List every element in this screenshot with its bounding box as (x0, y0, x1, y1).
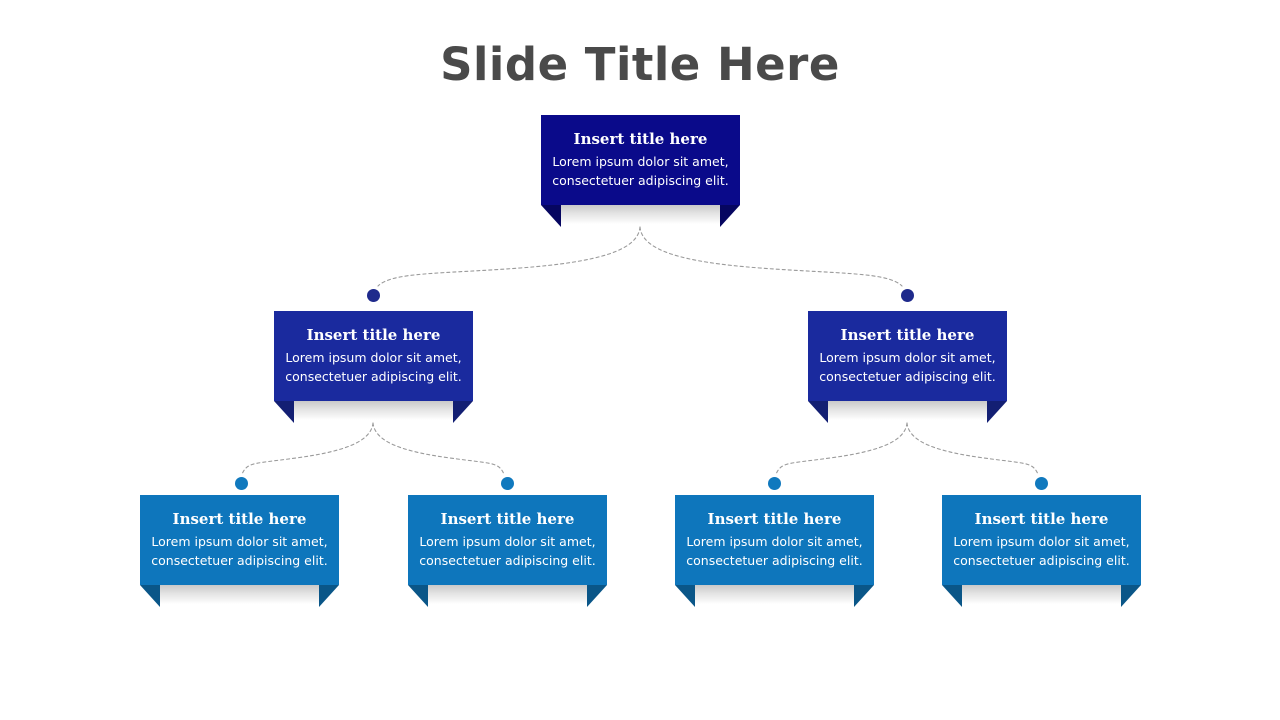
node-level2-2-description: Lorem ipsum dolor sit amet, consectetuer… (819, 350, 996, 384)
node-level3-2-body[interactable]: Insert title here Lorem ipsum dolor sit … (408, 495, 607, 585)
ribbon-tail-right-icon (1121, 585, 1141, 607)
ribbon-shadow (559, 205, 722, 224)
node-level3-2-description: Lorem ipsum dolor sit amet, consectetuer… (419, 534, 596, 568)
connector-dot-level2-right (901, 289, 914, 302)
node-level3-2[interactable]: Insert title here Lorem ipsum dolor sit … (408, 495, 607, 607)
node-root-ribbon-tail (541, 205, 740, 227)
node-level3-1-description: Lorem ipsum dolor sit amet, consectetuer… (151, 534, 328, 568)
node-level3-4-title: Insert title here (974, 510, 1109, 528)
node-root-title: Insert title here (573, 130, 708, 148)
node-level3-3-body[interactable]: Insert title here Lorem ipsum dolor sit … (675, 495, 874, 585)
node-level3-1-body[interactable]: Insert title here Lorem ipsum dolor sit … (140, 495, 339, 585)
ribbon-tail-right-icon (319, 585, 339, 607)
node-level2-2-title: Insert title here (840, 326, 975, 344)
connector-dot-level3-3 (768, 477, 781, 490)
ribbon-tail-right-icon (720, 205, 740, 227)
node-level3-4-ribbon-tail (942, 585, 1141, 607)
node-root-body[interactable]: Insert title here Lorem ipsum dolor sit … (541, 115, 740, 205)
node-level3-2-ribbon-tail (408, 585, 607, 607)
node-level2-1-description: Lorem ipsum dolor sit amet, consectetuer… (285, 350, 462, 384)
node-level2-1-title: Insert title here (306, 326, 441, 344)
node-root-description: Lorem ipsum dolor sit amet, consectetuer… (552, 154, 729, 188)
ribbon-shadow (693, 585, 856, 604)
ribbon-shadow (826, 401, 989, 420)
node-level3-1-ribbon-tail (140, 585, 339, 607)
ribbon-tail-left-icon (808, 401, 828, 423)
connector-dot-level3-1 (235, 477, 248, 490)
connector-dot-level3-2 (501, 477, 514, 490)
ribbon-shadow (426, 585, 589, 604)
node-level3-3[interactable]: Insert title here Lorem ipsum dolor sit … (675, 495, 874, 607)
node-level2-2-ribbon-tail (808, 401, 1007, 423)
ribbon-shadow (292, 401, 455, 420)
node-level3-3-title: Insert title here (707, 510, 842, 528)
node-level3-4-description: Lorem ipsum dolor sit amet, consectetuer… (953, 534, 1130, 568)
ribbon-shadow (960, 585, 1123, 604)
node-level3-2-title: Insert title here (440, 510, 575, 528)
node-level3-1-title: Insert title here (172, 510, 307, 528)
node-level3-3-ribbon-tail (675, 585, 874, 607)
connector-dot-level2-left (367, 289, 380, 302)
ribbon-tail-right-icon (453, 401, 473, 423)
connector-dot-level3-4 (1035, 477, 1048, 490)
ribbon-tail-left-icon (541, 205, 561, 227)
node-level3-3-description: Lorem ipsum dolor sit amet, consectetuer… (686, 534, 863, 568)
node-level3-4[interactable]: Insert title here Lorem ipsum dolor sit … (942, 495, 1141, 607)
ribbon-tail-right-icon (854, 585, 874, 607)
ribbon-tail-right-icon (587, 585, 607, 607)
ribbon-tail-left-icon (942, 585, 962, 607)
node-root[interactable]: Insert title here Lorem ipsum dolor sit … (541, 115, 740, 227)
node-level2-1-body[interactable]: Insert title here Lorem ipsum dolor sit … (274, 311, 473, 401)
node-level2-2[interactable]: Insert title here Lorem ipsum dolor sit … (808, 311, 1007, 423)
ribbon-tail-left-icon (675, 585, 695, 607)
ribbon-tail-left-icon (408, 585, 428, 607)
ribbon-tail-left-icon (274, 401, 294, 423)
node-level3-4-body[interactable]: Insert title here Lorem ipsum dolor sit … (942, 495, 1141, 585)
node-level3-1[interactable]: Insert title here Lorem ipsum dolor sit … (140, 495, 339, 607)
ribbon-tail-right-icon (987, 401, 1007, 423)
node-level2-1[interactable]: Insert title here Lorem ipsum dolor sit … (274, 311, 473, 423)
ribbon-shadow (158, 585, 321, 604)
node-level2-2-body[interactable]: Insert title here Lorem ipsum dolor sit … (808, 311, 1007, 401)
ribbon-tail-left-icon (140, 585, 160, 607)
page-title: Slide Title Here (440, 38, 840, 91)
node-level2-1-ribbon-tail (274, 401, 473, 423)
